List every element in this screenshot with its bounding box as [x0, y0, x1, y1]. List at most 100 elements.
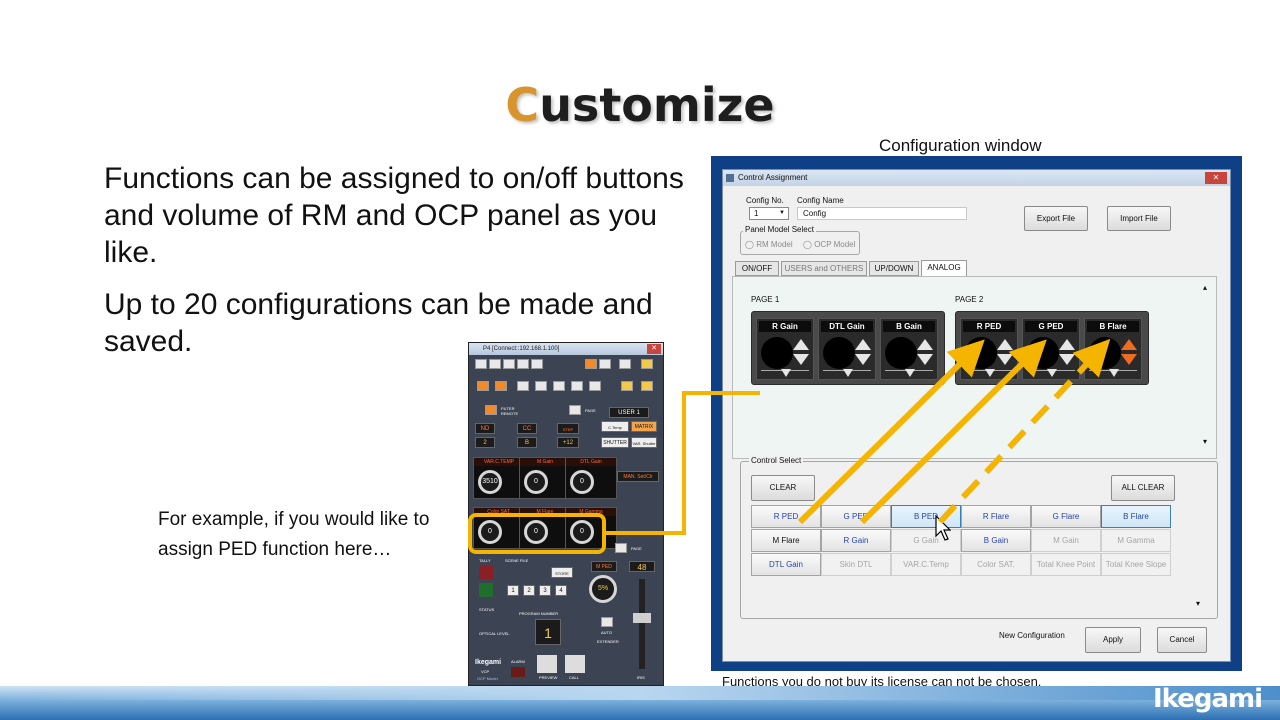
- shutter-button[interactable]: SHUTTER: [601, 437, 629, 448]
- window-title: Control Assignment: [738, 173, 808, 182]
- ctemp-button[interactable]: C.Temp 5000K: [601, 421, 629, 441]
- m-ped-knob[interactable]: 5%: [589, 575, 617, 603]
- control-label: DTL Gain: [821, 321, 873, 332]
- ocp-button[interactable]: [531, 359, 543, 369]
- apply-button[interactable]: Apply: [1085, 627, 1141, 653]
- control-option-color-sat: Color SAT.: [961, 553, 1031, 576]
- ocp-button[interactable]: [517, 359, 529, 369]
- ocp-button[interactable]: [477, 381, 489, 391]
- ocp-button[interactable]: [621, 381, 633, 391]
- control-option-b-flare[interactable]: B Flare: [1101, 505, 1171, 528]
- user-select[interactable]: USER 1: [609, 407, 649, 418]
- ocp-button[interactable]: [495, 381, 507, 391]
- rm-model-radio[interactable]: ◯ RM Model: [745, 240, 793, 249]
- tab-up-down[interactable]: UP/DOWN: [869, 261, 919, 276]
- new-configuration-label: New Configuration: [999, 631, 1065, 640]
- store-button[interactable]: STORE: [551, 567, 573, 578]
- analog-control-r-ped[interactable]: R PED: [960, 318, 1018, 380]
- scroll-up-icon[interactable]: ▴: [1203, 283, 1208, 292]
- ocp-button[interactable]: [475, 359, 487, 369]
- filter-button[interactable]: [485, 405, 497, 415]
- ocp-model-radio[interactable]: ◯ OCP Model: [803, 240, 856, 249]
- scene-3-button[interactable]: 3: [539, 585, 551, 596]
- knob-m-flare[interactable]: M Flare 0: [519, 507, 571, 549]
- knob-value: 0: [524, 470, 548, 494]
- ocp-button[interactable]: [619, 359, 631, 369]
- ocp-button[interactable]: [535, 381, 547, 391]
- control-option-g-ped[interactable]: G PED: [821, 505, 891, 528]
- ocp-button[interactable]: [589, 381, 601, 391]
- knob: [823, 337, 855, 369]
- tally-red-lamp: [479, 565, 493, 579]
- scroll-down-icon[interactable]: ▾: [1203, 437, 1208, 446]
- analog-control-r-gain[interactable]: R Gain: [756, 318, 814, 380]
- alarm-label: ALARM: [511, 659, 525, 664]
- export-file-button[interactable]: Export File: [1024, 206, 1088, 231]
- ocp-button[interactable]: [599, 359, 611, 369]
- iris-fader-handle[interactable]: [633, 613, 651, 623]
- control-option-dtl-gain[interactable]: DTL Gain: [751, 553, 821, 576]
- scroll-down-icon[interactable]: ▾: [1196, 599, 1201, 608]
- ocp-button[interactable]: [641, 359, 653, 369]
- control-option-b-gain[interactable]: B Gain: [961, 529, 1031, 552]
- up-arrow-icon: [793, 339, 809, 350]
- control-option-r-flare[interactable]: R Flare: [961, 505, 1031, 528]
- all-clear-button[interactable]: ALL CLEAR: [1111, 475, 1175, 501]
- scene-2-button[interactable]: 2: [523, 585, 535, 596]
- analog-control-b-gain[interactable]: B Gain: [880, 318, 938, 380]
- call-button[interactable]: [565, 655, 585, 673]
- clear-button[interactable]: CLEAR: [751, 475, 815, 501]
- close-icon[interactable]: ✕: [1205, 172, 1227, 184]
- iris-label: IRIS: [637, 675, 645, 680]
- tab-on-off[interactable]: ON/OFF: [735, 261, 779, 276]
- scene-1-button[interactable]: 1: [507, 585, 519, 596]
- analog-control-g-ped[interactable]: G PED: [1022, 318, 1080, 380]
- tab-analog[interactable]: ANALOG: [921, 260, 967, 277]
- close-icon[interactable]: ✕: [647, 344, 661, 354]
- knob-m-gain[interactable]: M Gain 0: [519, 457, 571, 499]
- control-select-label: Control Select: [749, 456, 804, 465]
- tally-green-lamp: [479, 583, 493, 597]
- page-assignment-area: PAGE 1 PAGE 2 ▴ ▾ R Gain DTL Gain: [732, 276, 1217, 459]
- ocp-button[interactable]: [489, 359, 501, 369]
- caption-config-window: Configuration window: [879, 136, 1042, 155]
- cancel-button[interactable]: Cancel: [1157, 627, 1207, 653]
- page-button[interactable]: [615, 543, 627, 553]
- man-set-label: MAN. Set/Clr: [617, 471, 659, 482]
- iris-fader[interactable]: [639, 579, 645, 669]
- ocp-button[interactable]: [571, 381, 583, 391]
- control-option-r-ped[interactable]: R PED: [751, 505, 821, 528]
- config-no-label: Config No.: [746, 196, 784, 205]
- knob-color-sat[interactable]: Color SAT. 0: [473, 507, 525, 549]
- analog-control-b-flare[interactable]: B Flare: [1084, 318, 1142, 380]
- analog-control-dtl-gain[interactable]: DTL Gain: [818, 318, 876, 380]
- knob-dtl-gain[interactable]: DTL Gain 0: [565, 457, 617, 499]
- import-file-button[interactable]: Import File: [1107, 206, 1171, 231]
- control-option-m-flare[interactable]: M Flare: [751, 529, 821, 552]
- ocp-button[interactable]: [553, 381, 565, 391]
- knob-m-gamma[interactable]: M Gamma 0: [565, 507, 617, 549]
- up-arrow-icon: [917, 339, 933, 350]
- ocp-button[interactable]: [641, 381, 653, 391]
- ocp-model-sub: OCP Model: [477, 676, 498, 681]
- knob-label: Color SAT.: [474, 508, 524, 516]
- config-name-input[interactable]: Config: [797, 207, 967, 220]
- control-option-r-gain[interactable]: R Gain: [821, 529, 891, 552]
- tab-users-and-others[interactable]: USERS and OTHERS: [781, 261, 867, 276]
- control-option-g-flare[interactable]: G Flare: [1031, 505, 1101, 528]
- cc-value: B: [517, 437, 537, 448]
- knob-value: 0: [570, 520, 594, 544]
- ocp-button[interactable]: [503, 359, 515, 369]
- knob: [761, 337, 793, 369]
- matrix-button[interactable]: MATRIX: [631, 421, 657, 432]
- var-shutter-button[interactable]: VAR. Shutter: [631, 437, 657, 448]
- knob-var-c-temp[interactable]: VAR.C.TEMP 3510: [473, 457, 525, 499]
- auto-button[interactable]: [601, 617, 613, 627]
- scene-4-button[interactable]: 4: [555, 585, 567, 596]
- ocp-button[interactable]: [569, 405, 581, 415]
- preview-button[interactable]: [537, 655, 557, 673]
- ocp-button[interactable]: [585, 359, 597, 369]
- config-no-select[interactable]: 1 ▼: [749, 207, 789, 220]
- ocp-button[interactable]: [517, 381, 529, 391]
